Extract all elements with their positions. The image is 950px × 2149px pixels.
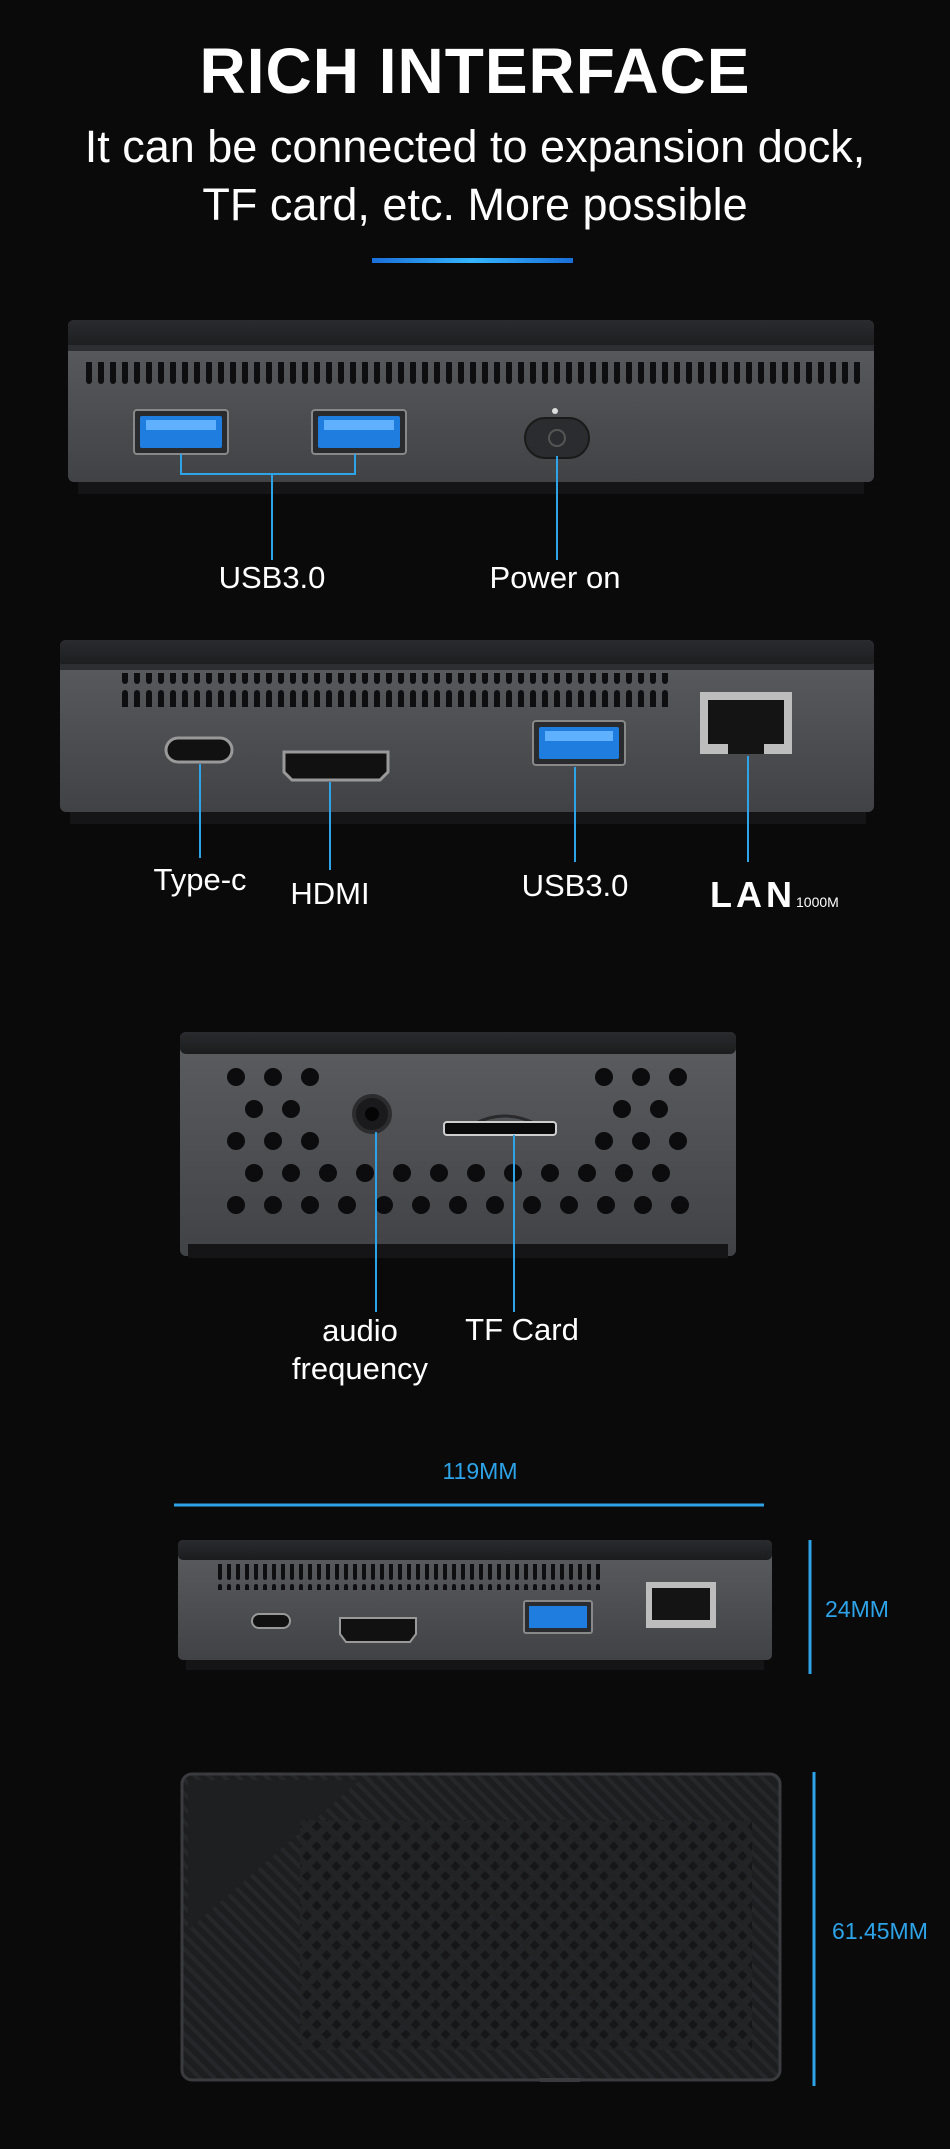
typec-label: Type-c (153, 862, 247, 897)
usb-port-1 (133, 409, 229, 455)
width-dimension-label: 119MM (442, 1458, 518, 1484)
dimension-top-view (180, 1772, 816, 2086)
rear-usb-label: USB3.0 (521, 868, 629, 903)
front-usb-label: USB3.0 (218, 560, 326, 595)
page-title: RICH INTERFACE (199, 35, 751, 107)
usb-port-2 (311, 409, 407, 455)
tf-card-slot (443, 1121, 557, 1136)
side-panel-device (180, 1032, 736, 1312)
tf-card-label: TF Card (465, 1312, 579, 1347)
height-dimension-label: 24MM (825, 1596, 889, 1622)
lan-label: LAN (710, 874, 796, 915)
title-underline (372, 258, 573, 263)
lan-label-group: LAN1000M (710, 874, 839, 916)
subtitle-line-2: TF card, etc. More possible (202, 179, 748, 230)
subtitle-line-1: It can be connected to expansion dock, (84, 121, 866, 172)
front-panel-device (68, 320, 874, 560)
lan-port (700, 692, 792, 754)
audio-label: audio frequency (274, 1312, 446, 1388)
depth-dimension-label: 61.45MM (832, 1918, 928, 1944)
lan-speed-label: 1000M (796, 894, 839, 910)
hdmi-port (282, 750, 390, 782)
power-on-label: Power on (489, 560, 621, 595)
rear-usb-port (532, 720, 626, 766)
rear-panel-device (60, 640, 874, 870)
typec-port (164, 736, 234, 764)
dimension-side-view (174, 1503, 812, 1674)
audio-label-line-1: audio (322, 1313, 398, 1348)
audio-label-line-2: frequency (291, 1351, 429, 1386)
hdmi-label: HDMI (290, 876, 370, 911)
page-subtitle: It can be connected to expansion dock, T… (0, 118, 950, 234)
